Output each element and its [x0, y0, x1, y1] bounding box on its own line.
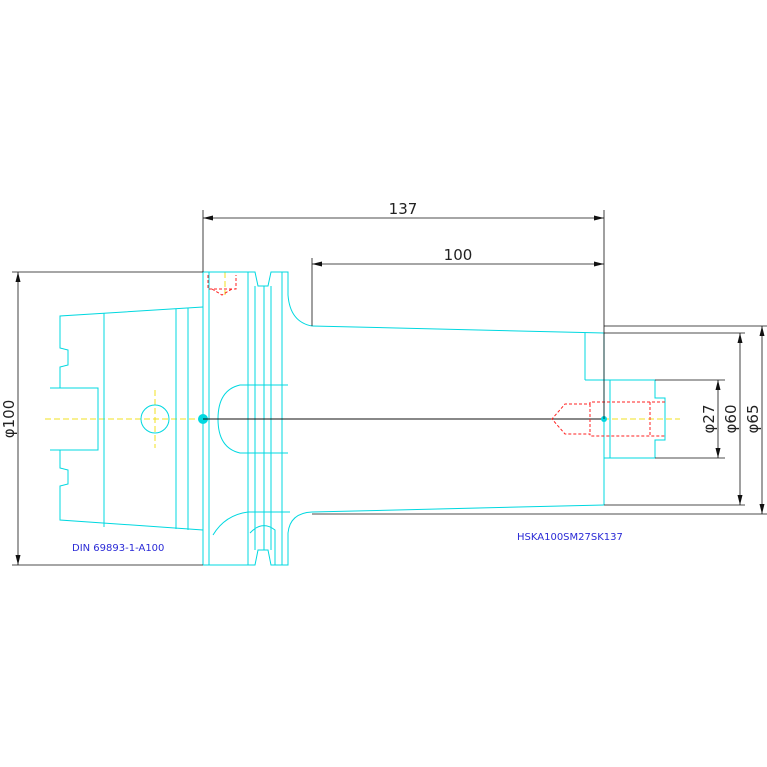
- standard-label: DIN 69893-1-A100: [72, 543, 164, 554]
- coolant-hole: [140, 404, 170, 434]
- dimension-inner-diameter: φ60: [604, 332, 745, 506]
- hidden-bore: [551, 401, 665, 437]
- part-number-label: HSKA100SM27SK137: [517, 532, 623, 543]
- dimension-overall-length: 137: [202, 200, 605, 419]
- dimension-shank-length: 100: [311, 246, 604, 326]
- hsk-taper: [50, 306, 204, 531]
- dim-flange-diameter-label: φ100: [0, 400, 18, 439]
- dim-inner-diameter-label: φ60: [722, 405, 740, 434]
- dim-outer-diameter-label: φ65: [744, 405, 762, 434]
- dim-bore-diameter-label: φ27: [700, 405, 718, 434]
- dim-shank-length-label: 100: [444, 246, 473, 264]
- dim-overall-length-label: 137: [389, 200, 418, 218]
- shank-body: [203, 325, 666, 513]
- dimension-outer-diameter: φ65: [312, 325, 767, 515]
- dimension-flange-diameter: φ100: [0, 271, 203, 566]
- dimension-bore-diameter: φ27: [655, 379, 725, 459]
